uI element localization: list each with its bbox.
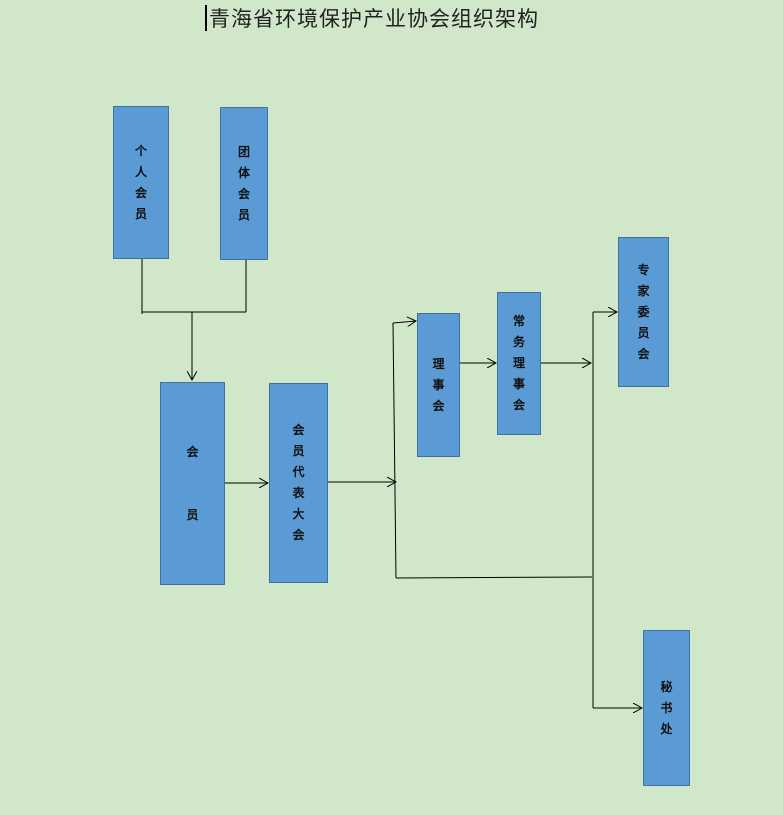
node-char: 常	[512, 314, 525, 328]
node-char: 员	[186, 507, 199, 522]
node-char: 团	[237, 144, 250, 159]
node-char: 会	[292, 528, 305, 542]
node-char: 会	[237, 186, 250, 201]
node-char: 员	[637, 325, 650, 340]
node-char: 处	[660, 721, 673, 736]
node-member: 会 员	[160, 382, 225, 585]
node-char: 表	[292, 486, 305, 500]
node-char: 务	[512, 335, 525, 349]
node-char: 书	[660, 700, 673, 715]
node-char: 个	[134, 143, 147, 158]
text-cursor	[205, 5, 207, 31]
node-char: 会	[512, 398, 525, 412]
edge-branch-vertical	[392, 322, 397, 579]
node-individual-member: 个 人 会 员	[113, 106, 169, 259]
node-char: 会	[134, 185, 147, 200]
node-char: 会	[637, 346, 650, 361]
node-char: 专	[637, 262, 650, 277]
node-char: 委	[637, 304, 650, 319]
node-group-member: 团 体 会 员	[220, 107, 268, 260]
node-member-congress: 会 员 代 表 大 会	[269, 383, 328, 583]
node-char: 会	[186, 444, 199, 459]
edge-branch-bottom	[395, 576, 593, 579]
node-council: 理 事 会	[417, 313, 460, 457]
node-char: 大	[292, 507, 305, 521]
node-char: 员	[134, 206, 147, 221]
node-char: 家	[637, 283, 650, 298]
node-char: 事	[432, 377, 445, 392]
node-char: 代	[292, 465, 305, 479]
edge-branch-council	[392, 321, 416, 323]
node-char: 秘	[660, 679, 673, 694]
page-title: 青海省环境保护产业协会组织架构	[209, 7, 539, 31]
node-char: 会	[432, 398, 445, 413]
node-expert-committee: 专 家 委 员 会	[618, 237, 669, 387]
node-char: 理	[512, 356, 525, 370]
node-char: 员	[292, 444, 305, 458]
node-char: 理	[432, 356, 445, 371]
node-char: 人	[134, 164, 147, 179]
title-bar: 青海省环境保护产业协会组织架构	[205, 4, 539, 32]
node-char: 员	[237, 207, 250, 222]
node-char: 事	[512, 377, 525, 391]
node-secretariat: 秘 书 处	[643, 630, 690, 786]
node-char: 会	[292, 423, 305, 437]
node-char: 体	[237, 165, 250, 180]
node-standing-council: 常 务 理 事 会	[497, 292, 541, 435]
